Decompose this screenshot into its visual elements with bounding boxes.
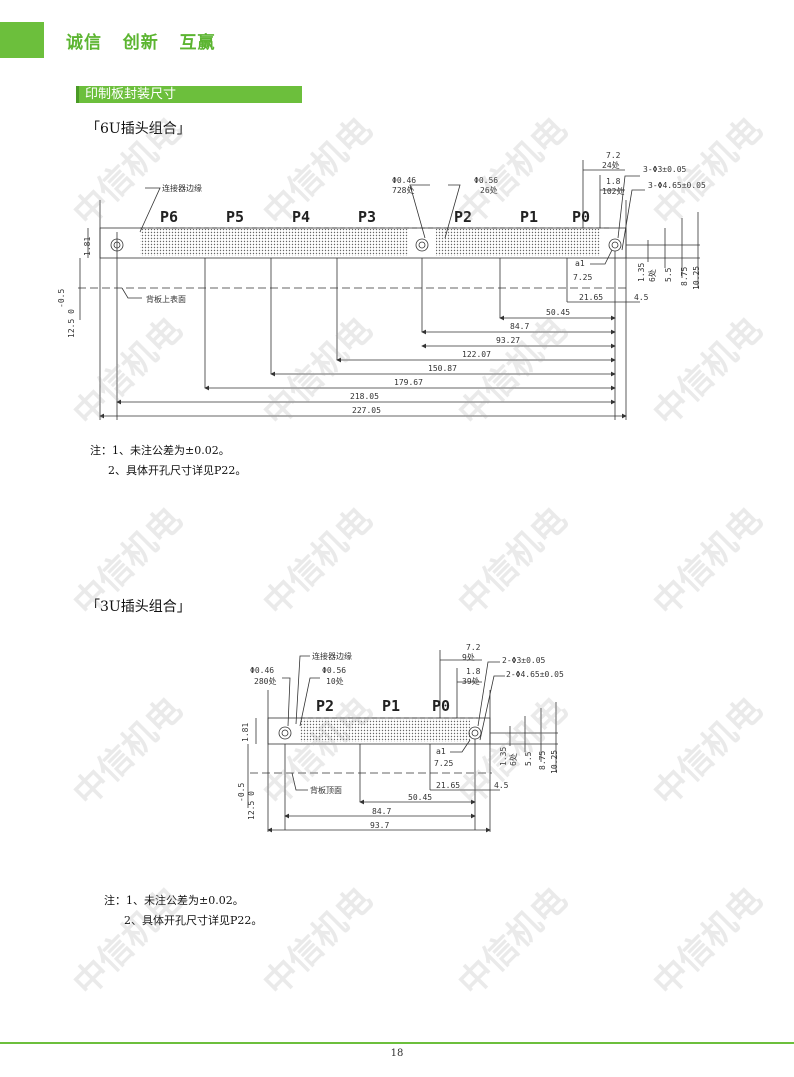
label-count-9: 9处: [462, 652, 475, 662]
label-dim-0-5-3u: -0.5: [237, 783, 246, 802]
label-hole-dia-056-3u: Φ0.56: [322, 666, 346, 675]
note-3u-line2: 2、具体开孔尺寸详见P22。: [124, 914, 263, 927]
label-hole-count-10: 10处: [326, 676, 344, 686]
label-dim-5-5-6u: 5.5: [664, 267, 673, 282]
notes-6u: 注：1、未注公差为±0.02。 2、具体开孔尺寸详见P22。: [90, 441, 246, 481]
dim-6u-150-87: 150.87: [428, 364, 457, 373]
note-6u-line1: 注：1、未注公差为±0.02。: [90, 444, 230, 457]
label-dim-1-8-3u: 1.8: [466, 667, 481, 676]
label-count-6-3u: 6处: [508, 753, 518, 766]
label-dim-21-65-3u: 21.65: [436, 781, 460, 790]
label-dim-7-25-3u: 7.25: [434, 759, 453, 768]
dim-6u-179-67: 179.67: [394, 378, 423, 387]
slot-3u-p2: P2: [316, 697, 334, 715]
label-count-39: 39处: [462, 676, 480, 686]
label-connector-edge-3u: 连接器边缘: [312, 651, 352, 661]
slot-6u-p5: P5: [226, 208, 244, 226]
drawing-6u-text: 连接器边缘 背板上表面 Φ0.46 728处 Φ0.56 26处 7.2 24处…: [57, 151, 706, 415]
label-dim-12-5-6u: 12.5 0: [67, 309, 76, 338]
dim-6u-84-7: 84.7: [510, 322, 529, 331]
slot-labels-3u: P2 P1 P0: [316, 697, 450, 715]
slot-6u-p3: P3: [358, 208, 376, 226]
label-hole-dia-046-6u: Φ0.46: [392, 176, 416, 185]
label-dim-12-5-3u: 12.5 0: [247, 791, 256, 820]
header-slogan: 诚信 创新 互赢: [66, 33, 216, 53]
slot-labels-6u: P6 P5 P4 P3 P2 P1 P0: [160, 208, 590, 226]
label-a1-3u: a1: [436, 747, 446, 756]
label-back-surface-6u: 背板上表面: [146, 294, 186, 304]
slot-6u-p4: P4: [292, 208, 310, 226]
label-hole-3-phi465: 3-Φ4.65±0.05: [648, 181, 706, 190]
label-dim-8-75-6u: 8.75: [680, 267, 689, 286]
mount-hole-3u-2: [468, 726, 482, 740]
label-dim-8-75-3u: 8.75: [538, 751, 547, 770]
label-dim-5-5-3u: 5.5: [524, 751, 533, 766]
label-dim-1-8-6u: 1.8: [606, 177, 621, 186]
label-dim-1-81-3u: 1.81: [241, 723, 250, 742]
drawing-6u: [78, 160, 700, 420]
pin-field-3u: [300, 719, 470, 742]
label-dim-4-5-6u: 4.5: [634, 293, 649, 302]
dim-6u-93-27: 93.27: [496, 336, 520, 345]
label-dim-7-2-3u: 7.2: [466, 643, 481, 652]
dim-6u-227-05: 227.05: [352, 406, 381, 415]
label-hole-2-phi3: 2-Φ3±0.05: [502, 656, 546, 665]
notes-3u: 注：1、未注公差为±0.02。 2、具体开孔尺寸详见P22。: [104, 891, 262, 931]
label-connector-edge-6u: 连接器边缘: [162, 183, 202, 193]
dim-3u-84-7: 84.7: [372, 807, 391, 816]
section-title: 印制板封装尺寸: [85, 87, 177, 102]
label-count-102: 102处: [602, 186, 624, 196]
label-dim-21-65-6u: 21.65: [579, 293, 603, 302]
label-back-surface-3u: 背板顶面: [310, 785, 342, 795]
slot-3u-p0: P0: [432, 697, 450, 715]
figure-6u-title: 「6U插头组合」: [86, 121, 191, 137]
figure-3u-title: 「3U插头组合」: [86, 599, 191, 615]
label-dim-1-35-6u: 1.35: [637, 263, 646, 282]
label-a1-6u: a1: [575, 259, 585, 268]
slot-6u-p2: P2: [454, 208, 472, 226]
section-title-bar: 印制板封装尺寸: [76, 86, 302, 103]
pin-field-6u-right: [436, 229, 600, 256]
label-count-24: 24处: [602, 160, 620, 170]
label-hole-count-280: 280处: [254, 676, 276, 686]
label-hole-3-phi3: 3-Φ3±0.05: [643, 165, 687, 174]
mount-hole-6u-2: [415, 238, 429, 252]
label-hole-count-26: 26处: [480, 185, 498, 195]
label-dim-7-2-6u: 7.2: [606, 151, 621, 160]
dim-6u-122-07: 122.07: [462, 350, 491, 359]
dim-3u-50-45: 50.45: [408, 793, 432, 802]
label-hole-dia-046-3u: Φ0.46: [250, 666, 274, 675]
note-6u-line2: 2、具体开孔尺寸详见P22。: [108, 464, 247, 477]
mount-hole-6u-3: [608, 238, 622, 252]
dim-3u-93-7: 93.7: [370, 821, 389, 830]
label-dim-7-25-6u: 7.25: [573, 273, 592, 282]
pin-field-6u-left: [140, 229, 408, 256]
note-3u-line1: 注：1、未注公差为±0.02。: [104, 894, 244, 907]
dim-6u-50-45: 50.45: [546, 308, 570, 317]
label-dim-10-25-6u: 10.25: [692, 266, 701, 290]
label-hole-2-phi465: 2-Φ4.65±0.05: [506, 670, 564, 679]
label-dim-1-35-3u: 1.35: [499, 747, 508, 766]
page-number: 18: [390, 1048, 404, 1059]
dim-6u-218-05: 218.05: [350, 392, 379, 401]
label-hole-count-728: 728处: [392, 185, 414, 195]
drawing-3u-text: 连接器边缘 背板顶面 Φ0.46 280处 Φ0.56 10处 7.2 9处 1…: [237, 643, 564, 830]
label-hole-dia-056-6u: Φ0.56: [474, 176, 498, 185]
footer-divider: [0, 1042, 794, 1044]
label-dim-4-5-3u: 4.5: [494, 781, 509, 790]
slot-6u-p1: P1: [520, 208, 538, 226]
slot-3u-p1: P1: [382, 697, 400, 715]
label-dim-0-5-6u: -0.5: [57, 289, 66, 308]
label-count-6-6u: 6处: [647, 269, 657, 282]
slot-6u-p0: P0: [572, 208, 590, 226]
drawing-3u: [247, 650, 558, 833]
label-dim-10-25-3u: 10.25: [550, 750, 559, 774]
header-corner-block: [0, 22, 44, 58]
label-dim-1-81-6u: 1.81: [83, 237, 92, 256]
mount-hole-3u-1: [278, 726, 292, 740]
slot-6u-p6: P6: [160, 208, 178, 226]
